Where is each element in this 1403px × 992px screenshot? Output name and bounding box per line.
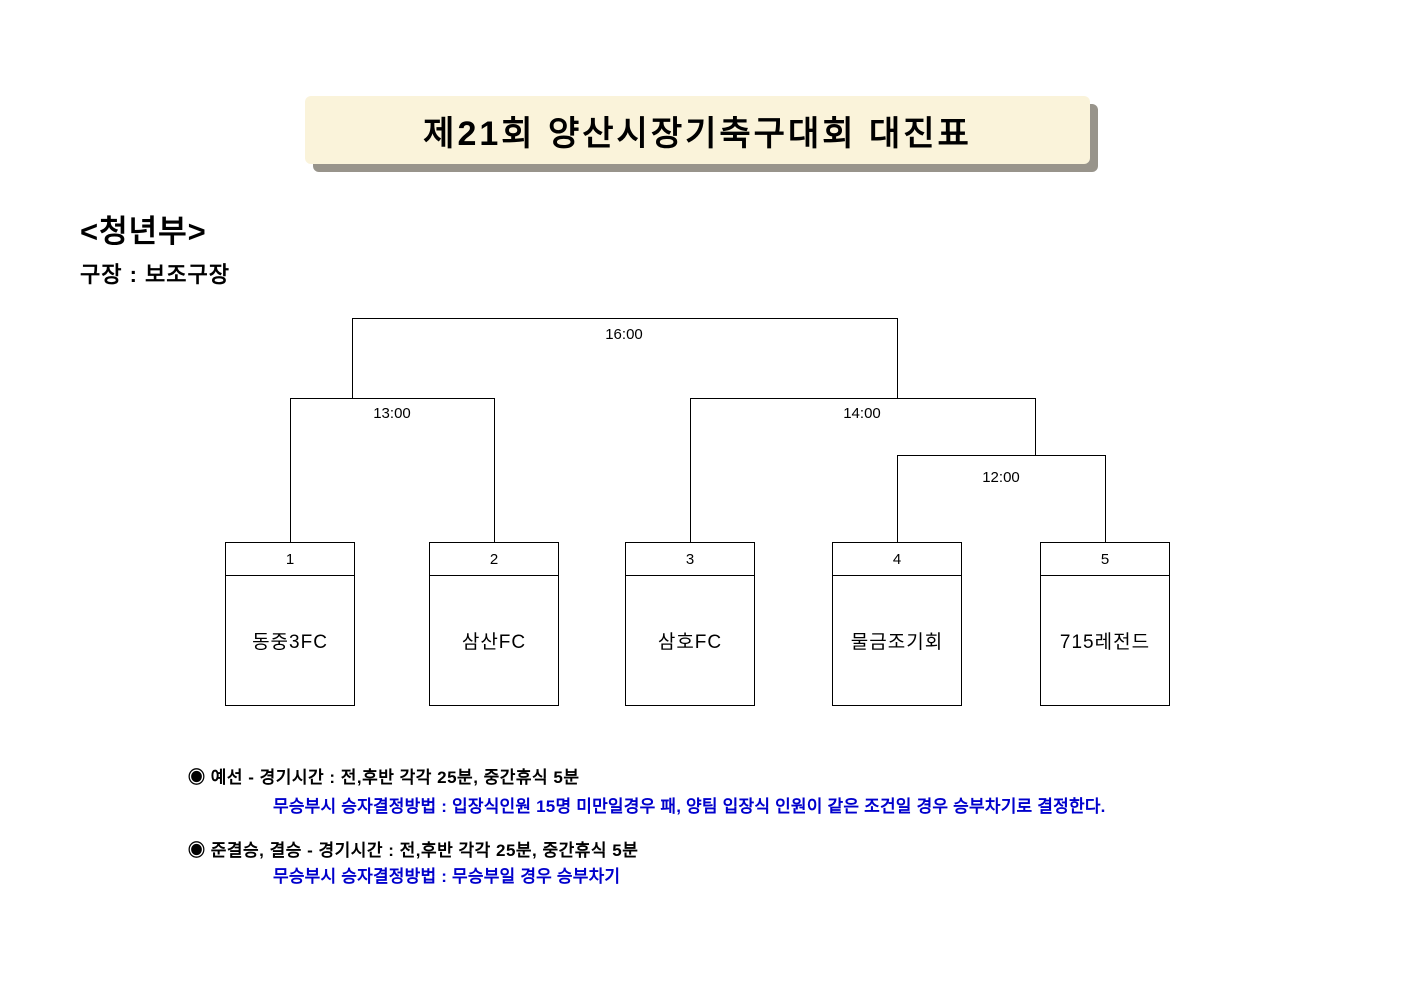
note-finals-tiebreak: 무승부시 승자결정방법 : 무승부일 경우 승부차기 [273, 867, 621, 886]
team-seed: 4 [833, 543, 961, 576]
semifinal-right-time-label: 14:00 [843, 405, 881, 422]
team-seed: 3 [626, 543, 754, 576]
team4-vertical-line [897, 455, 898, 542]
team-seed: 1 [226, 543, 354, 576]
final-time-label: 16:00 [605, 326, 643, 343]
team2-vertical-line [494, 398, 495, 542]
note-preliminary-tiebreak: 무승부시 승자결정방법 : 입장식인원 15명 미만일경우 패, 양팀 입장식 … [273, 797, 1106, 816]
title-banner: 제21회 양산시장기축구대회 대진표 [305, 96, 1090, 164]
team-name: 동중3FC [252, 632, 328, 653]
semifinal-left-horizontal-line [290, 398, 495, 399]
team-name: 물금조기회 [850, 632, 944, 653]
final-left-vertical-line [352, 318, 353, 398]
team-box-2: 2 삼산FC [429, 542, 559, 706]
first-round-up-vertical-line [1035, 398, 1036, 456]
team-box-1: 1 동중3FC [225, 542, 355, 706]
team3-vertical-line [690, 398, 691, 542]
first-round-horizontal-line [897, 455, 1106, 456]
final-horizontal-line [352, 318, 898, 319]
team-box-5: 5 715레전드 [1040, 542, 1170, 706]
semifinal-left-time-label: 13:00 [373, 405, 411, 422]
team-box-3: 3 삼호FC [625, 542, 755, 706]
page-title: 제21회 양산시장기축구대회 대진표 [423, 114, 972, 153]
team-name: 삼산FC [461, 632, 527, 653]
final-right-vertical-line [897, 318, 898, 398]
note-finals-rule: ◉ 준결승, 결승 - 경기시간 : 전,후반 각각 25분, 중간휴식 5분 [188, 841, 639, 860]
team-box-4: 4 물금조기회 [832, 542, 962, 706]
division-heading: <청년부> [80, 214, 207, 249]
first-round-time-label: 12:00 [982, 469, 1020, 486]
team-seed: 5 [1041, 543, 1169, 576]
team-seed: 2 [430, 543, 558, 576]
venue-label: 구장 : 보조구장 [80, 262, 230, 287]
team-name: 삼호FC [657, 632, 723, 653]
team1-vertical-line [290, 398, 291, 542]
team5-vertical-line [1105, 455, 1106, 542]
semifinal-right-horizontal-line [690, 398, 1036, 399]
note-preliminary-rule: ◉ 예선 - 경기시간 : 전,후반 각각 25분, 중간휴식 5분 [188, 768, 580, 787]
team-name: 715레전드 [1059, 632, 1151, 653]
